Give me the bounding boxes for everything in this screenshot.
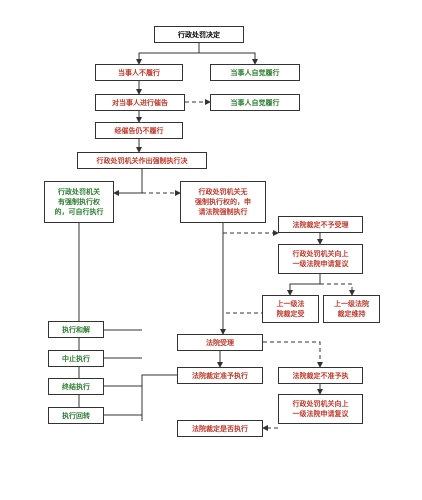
node-reverse-enforcement: 执行回转: [48, 407, 104, 424]
node-enforcement-decision: 行政处罚机关作出强制执行决: [77, 152, 207, 169]
node-appeal-upper-court-1: 行政处罚机关向上 一级法院申请复议: [278, 244, 363, 274]
connector-21: [263, 341, 323, 368]
node-still-not-comply: 经催告仍不履行: [95, 122, 183, 139]
node-party-not-comply: 当事人不履行: [95, 64, 183, 81]
node-party-self-comply-after-warn: 当事人自觉履行: [210, 94, 300, 111]
node-upper-court-revoke: 上一级法 院裁定受: [262, 295, 319, 323]
connector-17: [287, 274, 321, 296]
node-no-enforcement-power: 行政处罚机关无 强制执行权的，申 请法院强制执行: [180, 181, 266, 223]
node-appeal-upper-court-2: 行政处罚机关向上 一级法院申请复议: [278, 394, 363, 424]
connector-0: [136, 43, 200, 65]
node-penalty-decision: 行政处罚决定: [154, 26, 244, 43]
connector-1: [199, 52, 258, 65]
node-terminate-enforcement: 终结执行: [48, 378, 104, 395]
node-court-reject: 法院裁定不予受理: [278, 216, 363, 233]
node-court-final-ruling: 法院裁定是否执行: [177, 420, 263, 437]
node-warn-party: 对当事人进行催告: [95, 94, 185, 111]
node-suspend-enforcement: 中止执行: [48, 350, 104, 367]
node-court-deny-enforcement: 法院裁定不准予执: [278, 367, 363, 384]
node-party-self-comply: 当事人自觉履行: [210, 64, 300, 81]
node-upper-court-uphold: 上一级法院 裁定维持: [323, 295, 380, 323]
connector-18: [320, 283, 355, 296]
connector-6: [113, 169, 143, 196]
node-court-allow-enforcement: 法院裁定准予执行: [177, 367, 263, 384]
node-has-enforcement-power: 行政处罚机关 有强制执行权 的，可自行执行: [44, 181, 114, 223]
node-enforcement-settlement: 执行和解: [48, 321, 104, 338]
node-court-accept: 法院受理: [177, 334, 263, 351]
connector-22: [141, 374, 177, 421]
